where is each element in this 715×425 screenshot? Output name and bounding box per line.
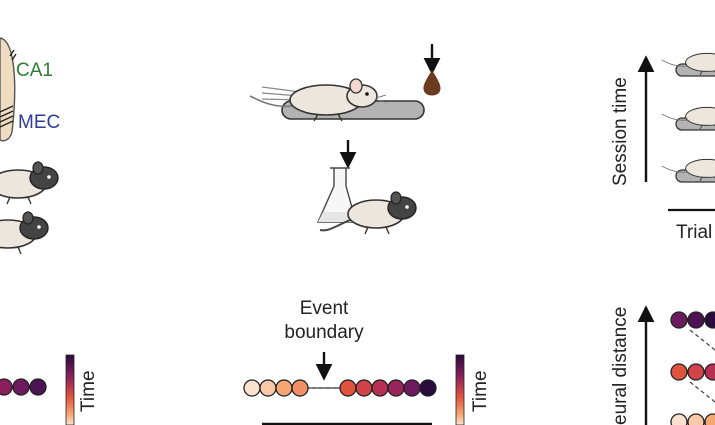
session-time-label: Session time (610, 77, 631, 186)
time-label-left: Time (78, 370, 99, 412)
sequence-circles (0, 378, 47, 396)
flask-icon (316, 167, 357, 223)
electrode-icon (0, 49, 17, 128)
neural-distance-label: eural distance (610, 306, 631, 425)
sequence-circles (670, 311, 715, 425)
color-scale-icon (65, 354, 75, 425)
time-label-middle: Time (470, 370, 491, 412)
water-drop-icon (423, 70, 441, 96)
event-boundary-label: Event boundary (284, 298, 364, 343)
dashed-link (689, 329, 715, 403)
ca1-label: CA1 (16, 60, 53, 81)
color-scale-icon (455, 354, 465, 425)
mouse-icon (0, 211, 49, 255)
trial-label: Trial (676, 222, 713, 243)
mec-label: MEC (18, 112, 61, 133)
mouse-icon (0, 161, 59, 205)
sequence-circles (243, 379, 437, 397)
